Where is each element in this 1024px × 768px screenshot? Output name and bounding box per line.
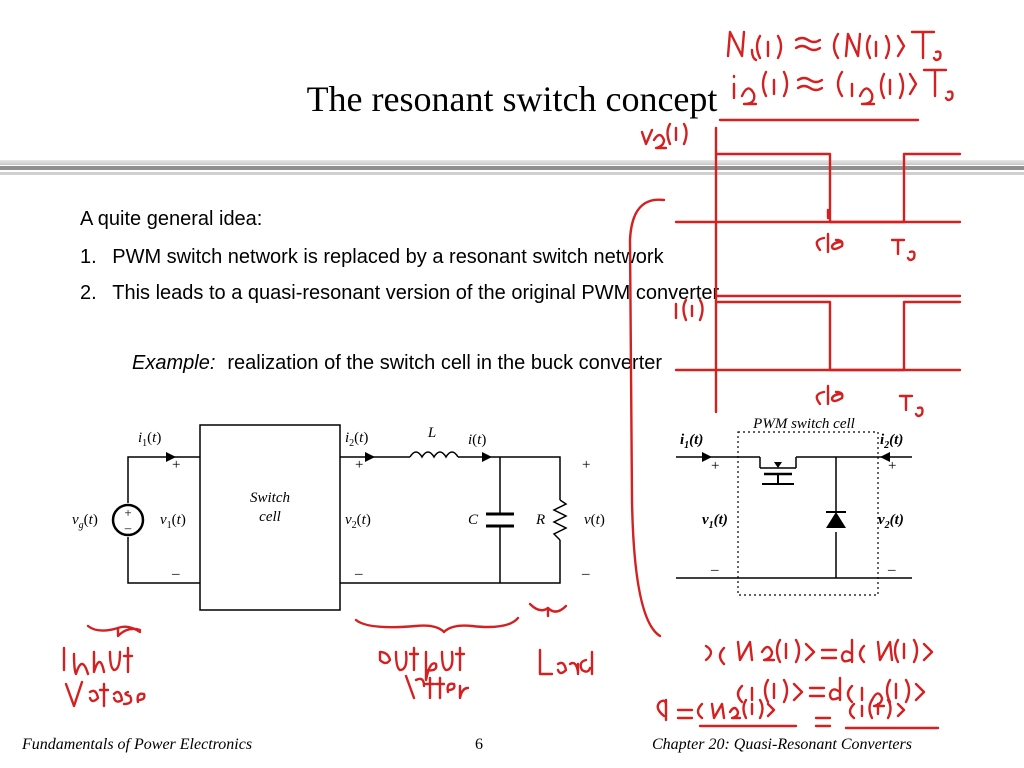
svg-text:+: + (888, 458, 896, 474)
footer-right: Chapter 20: Quasi-Resonant Converters (652, 736, 912, 753)
svg-text:C: C (468, 512, 479, 528)
svg-text:L: L (427, 425, 436, 441)
footer-left: Fundamentals of Power Electronics (22, 736, 253, 753)
svg-text:–: – (581, 566, 590, 582)
inductor-icon (409, 451, 459, 459)
handwritten-annotations (62, 30, 962, 730)
list-item-number: 1. (80, 246, 97, 268)
capacitor-icon (486, 512, 514, 528)
svg-text:+: + (582, 457, 590, 473)
pwm-switch-cell-box (737, 431, 879, 596)
svg-text:–: – (354, 566, 363, 582)
pwm-switch-cell-circuit: PWM switch cell i1(t) i2(t) + + – – v1(t… (676, 416, 912, 596)
slide-title: The resonant switch concept (306, 79, 718, 119)
resistor-icon (552, 499, 568, 541)
list-item: 1. PWM switch network is replaced by a r… (80, 246, 664, 269)
switch-cell-label: cell (259, 509, 281, 525)
svg-text:–: – (171, 566, 180, 582)
list-item-number: 2. (80, 282, 97, 304)
svg-text:v1(t): v1(t) (160, 512, 186, 531)
svg-text:vg(t): vg(t) (72, 512, 98, 531)
example-line: Example: realization of the switch cell i… (132, 352, 662, 375)
svg-text:i(t): i(t) (468, 432, 486, 448)
list-item-text: This leads to a quasi-resonant version o… (112, 282, 720, 304)
rule-band (0, 172, 1024, 175)
diode-icon (826, 512, 846, 528)
svg-text:v(t): v(t) (584, 512, 605, 528)
svg-text:i1(t): i1(t) (138, 430, 161, 449)
current-arrow (166, 452, 176, 462)
svg-text:i2(t): i2(t) (345, 430, 368, 449)
intro-text: A quite general idea: (80, 208, 263, 230)
pwm-switch-cell-label: PWM switch cell (752, 416, 855, 432)
svg-text:+: + (124, 505, 131, 520)
switch-cell-box (199, 424, 341, 611)
example-label: Example: (132, 352, 216, 374)
svg-text:+: + (355, 457, 363, 473)
example-text: realization of the switch cell in the bu… (227, 352, 663, 374)
rule-band (0, 166, 1024, 170)
svg-text:+: + (711, 458, 719, 474)
svg-text:–: – (124, 520, 132, 535)
voltage-source-icon (111, 503, 145, 537)
svg-text:i2(t): i2(t) (880, 432, 903, 451)
buck-converter-circuit: Switch cell + – i1(t) + – vg(t) v1(t) L … (72, 424, 605, 611)
svg-text:R: R (535, 512, 545, 528)
svg-text:–: – (710, 562, 719, 578)
svg-text:–: – (887, 562, 896, 578)
svg-text:i1(t): i1(t) (680, 432, 703, 451)
rule-band (0, 160, 1024, 165)
svg-text:v1(t): v1(t) (702, 512, 728, 531)
svg-text:v2(t): v2(t) (878, 512, 904, 531)
svg-text:+: + (172, 457, 180, 473)
switch-cell-label: Switch (250, 490, 290, 506)
footer-page-number: 6 (475, 736, 483, 753)
list-item: 2. This leads to a quasi-resonant versio… (80, 282, 719, 305)
list-item-text: PWM switch network is replaced by a reso… (112, 246, 664, 268)
svg-text:v2(t): v2(t) (345, 512, 371, 531)
